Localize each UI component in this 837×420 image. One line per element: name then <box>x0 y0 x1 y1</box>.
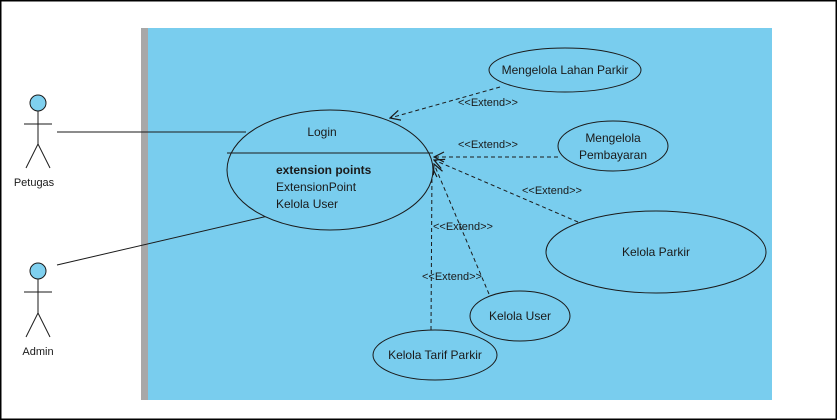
extension-point-1: ExtensionPoint <box>276 180 357 194</box>
extend-line-tarif-parkir <box>431 167 432 331</box>
extend-label-lahan-parkir: <<Extend>> <box>458 97 518 109</box>
actor-petugas-head <box>29 94 47 112</box>
extend-label-kelola-user: <<Extend>> <box>433 221 493 233</box>
system-boundary-edge <box>141 28 148 400</box>
usecase-mengelola-pembayaran[interactable] <box>557 120 669 172</box>
association-admin-login <box>56 215 269 266</box>
extend-label-pembayaran: <<Extend>> <box>458 139 518 151</box>
actor-admin-head <box>29 262 47 280</box>
extend-label-tarif-parkir: <<Extend>> <box>422 271 482 283</box>
usecase-kelola-tarif-parkir[interactable] <box>372 329 498 381</box>
usecase-login-label: Login <box>307 125 336 139</box>
extend-relations <box>390 86 579 331</box>
extend-label-kelola-parkir: <<Extend>> <box>522 185 582 197</box>
usecase-kelola-user[interactable] <box>469 290 571 342</box>
usecase-kelola-parkir[interactable] <box>545 210 767 294</box>
actor-petugas <box>24 94 52 169</box>
extend-line-lahan-parkir <box>390 86 501 118</box>
extension-points-heading: extension points <box>276 163 372 177</box>
usecase-kelola-parkir-label: Kelola Parkir <box>622 245 690 259</box>
actor-petugas-label: Petugas <box>14 177 55 189</box>
extension-point-2: Kelola User <box>276 197 338 211</box>
usecase-mengelola-lahan-parkir-label: Mengelola Lahan Parkir <box>502 63 629 77</box>
actor-admin <box>24 262 52 338</box>
usecase-kelola-tarif-parkir-label: Kelola Tarif Parkir <box>388 348 482 362</box>
extend-line-kelola-parkir <box>434 160 579 223</box>
usecase-kelola-user-label: Kelola User <box>489 309 551 323</box>
usecase-login[interactable] <box>226 109 434 231</box>
usecase-mengelola-pembayaran-label-2: Pembayaran <box>579 148 647 162</box>
usecase-mengelola-pembayaran-label-1: Mengelola <box>585 131 641 145</box>
actor-admin-label: Admin <box>22 346 53 358</box>
usecase-mengelola-lahan-parkir[interactable] <box>488 47 642 93</box>
extend-line-kelola-user <box>434 164 490 295</box>
